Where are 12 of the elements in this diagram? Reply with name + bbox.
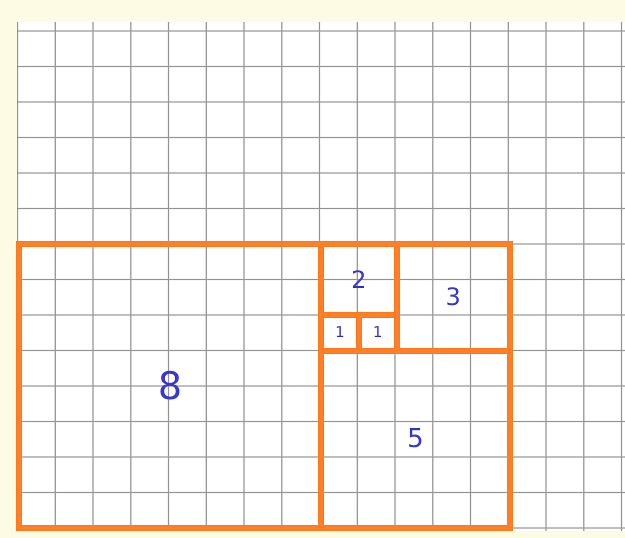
number-label: 1 xyxy=(335,325,345,340)
fibonacci-square xyxy=(321,350,513,531)
fibonacci-square xyxy=(358,315,396,350)
number-label: 1 xyxy=(372,325,382,340)
fibonacci-square xyxy=(321,241,396,315)
number-label: 3 xyxy=(445,285,461,310)
fibonacci-square xyxy=(396,241,513,350)
fibonacci-square xyxy=(16,241,321,531)
fibonacci-square xyxy=(321,315,359,350)
number-label: 2 xyxy=(351,268,366,292)
number-label: 5 xyxy=(407,426,424,452)
number-label: 8 xyxy=(158,367,182,405)
